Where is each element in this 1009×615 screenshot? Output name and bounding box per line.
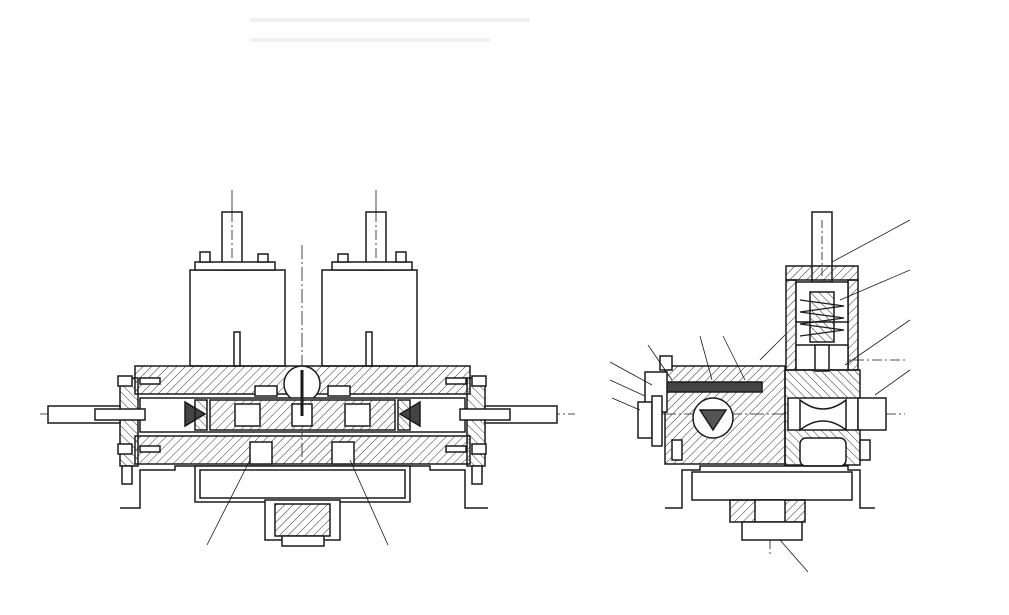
left-shaft <box>47 399 208 431</box>
leader-lines <box>206 459 389 546</box>
side-section-view <box>609 211 911 573</box>
main-body <box>119 365 486 467</box>
base-frame <box>120 441 488 547</box>
bolts <box>117 375 487 485</box>
title-smudge <box>250 18 530 42</box>
valve-column <box>785 211 859 372</box>
left-actuator <box>189 190 286 367</box>
side-leader-lines <box>609 219 911 573</box>
side-body <box>637 355 887 467</box>
right-shaft <box>397 399 558 431</box>
right-actuator <box>321 190 418 367</box>
side-base <box>665 465 875 541</box>
front-section-view <box>40 190 575 547</box>
